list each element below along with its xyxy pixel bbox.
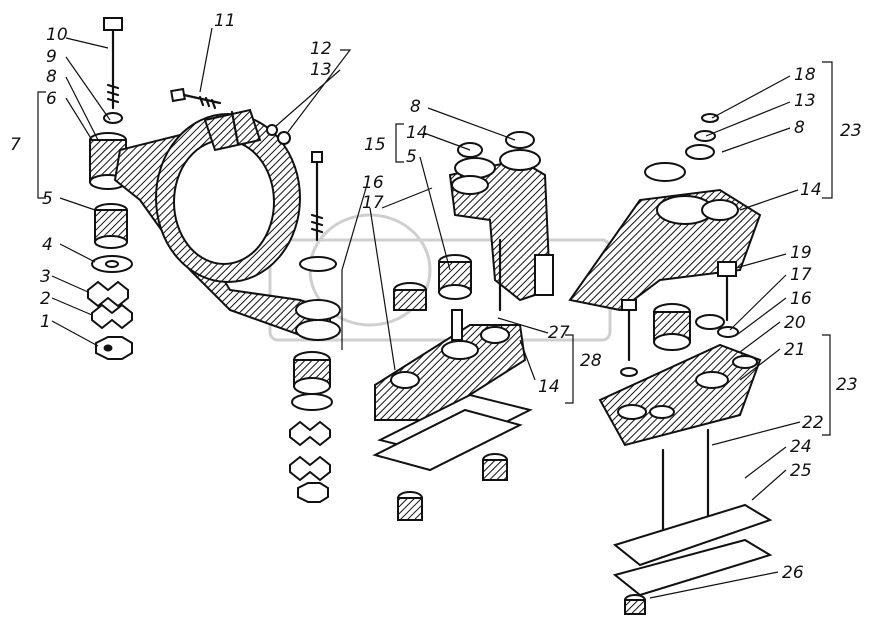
callout-23-bottom: 23 xyxy=(836,375,858,395)
callout-labels: 10 9 8 6 7 5 4 3 2 1 11 12 13 15 14 5 8 … xyxy=(10,11,862,583)
callout-16: 16 xyxy=(362,173,384,193)
center-left-stack xyxy=(289,151,337,503)
leader-lines xyxy=(37,27,833,599)
callout-3: 3 xyxy=(40,267,51,287)
callout-8-right: 8 xyxy=(794,118,805,138)
center-rubbers xyxy=(393,254,472,311)
callout-11: 11 xyxy=(214,11,236,31)
right-mid-parts xyxy=(620,261,739,377)
callout-28: 28 xyxy=(580,351,602,371)
right-base xyxy=(598,343,773,615)
upper-center-bracket xyxy=(448,131,554,312)
callout-25: 25 xyxy=(790,461,812,481)
callout-17: 17 xyxy=(362,193,384,213)
callout-7: 7 xyxy=(10,135,21,155)
callout-12: 12 xyxy=(310,39,332,59)
callout-5: 5 xyxy=(42,189,53,209)
callout-4: 4 xyxy=(42,235,53,255)
callout-21: 21 xyxy=(784,340,806,360)
callout-24: 24 xyxy=(790,437,812,457)
callout-10: 10 xyxy=(46,25,68,45)
callout-5-center: 5 xyxy=(406,147,417,167)
callout-20: 20 xyxy=(784,313,806,333)
left-stack xyxy=(87,17,133,360)
right-upper-bracket xyxy=(568,113,762,312)
callout-1: 1 xyxy=(40,312,51,332)
callout-8: 8 xyxy=(46,67,57,87)
callout-9: 9 xyxy=(46,47,57,67)
callout-13-right: 13 xyxy=(794,91,816,111)
callout-16-right: 16 xyxy=(790,289,812,309)
callout-6: 6 xyxy=(46,89,57,109)
callout-2: 2 xyxy=(40,289,51,309)
callout-22: 22 xyxy=(802,413,824,433)
callout-14-right: 14 xyxy=(800,180,822,200)
callout-13: 13 xyxy=(310,60,332,80)
callout-14-lower: 14 xyxy=(538,377,560,397)
callout-19: 19 xyxy=(790,243,812,263)
callout-15: 15 xyxy=(364,135,386,155)
center-base xyxy=(372,309,533,521)
callout-8-center: 8 xyxy=(410,97,421,117)
callout-23-top: 23 xyxy=(840,121,862,141)
clamp-bracket xyxy=(113,87,341,341)
callout-17-right: 17 xyxy=(790,265,812,285)
callout-26: 26 xyxy=(782,563,804,583)
callout-27: 27 xyxy=(548,323,570,343)
callout-18: 18 xyxy=(794,65,816,85)
callout-14: 14 xyxy=(406,123,428,143)
